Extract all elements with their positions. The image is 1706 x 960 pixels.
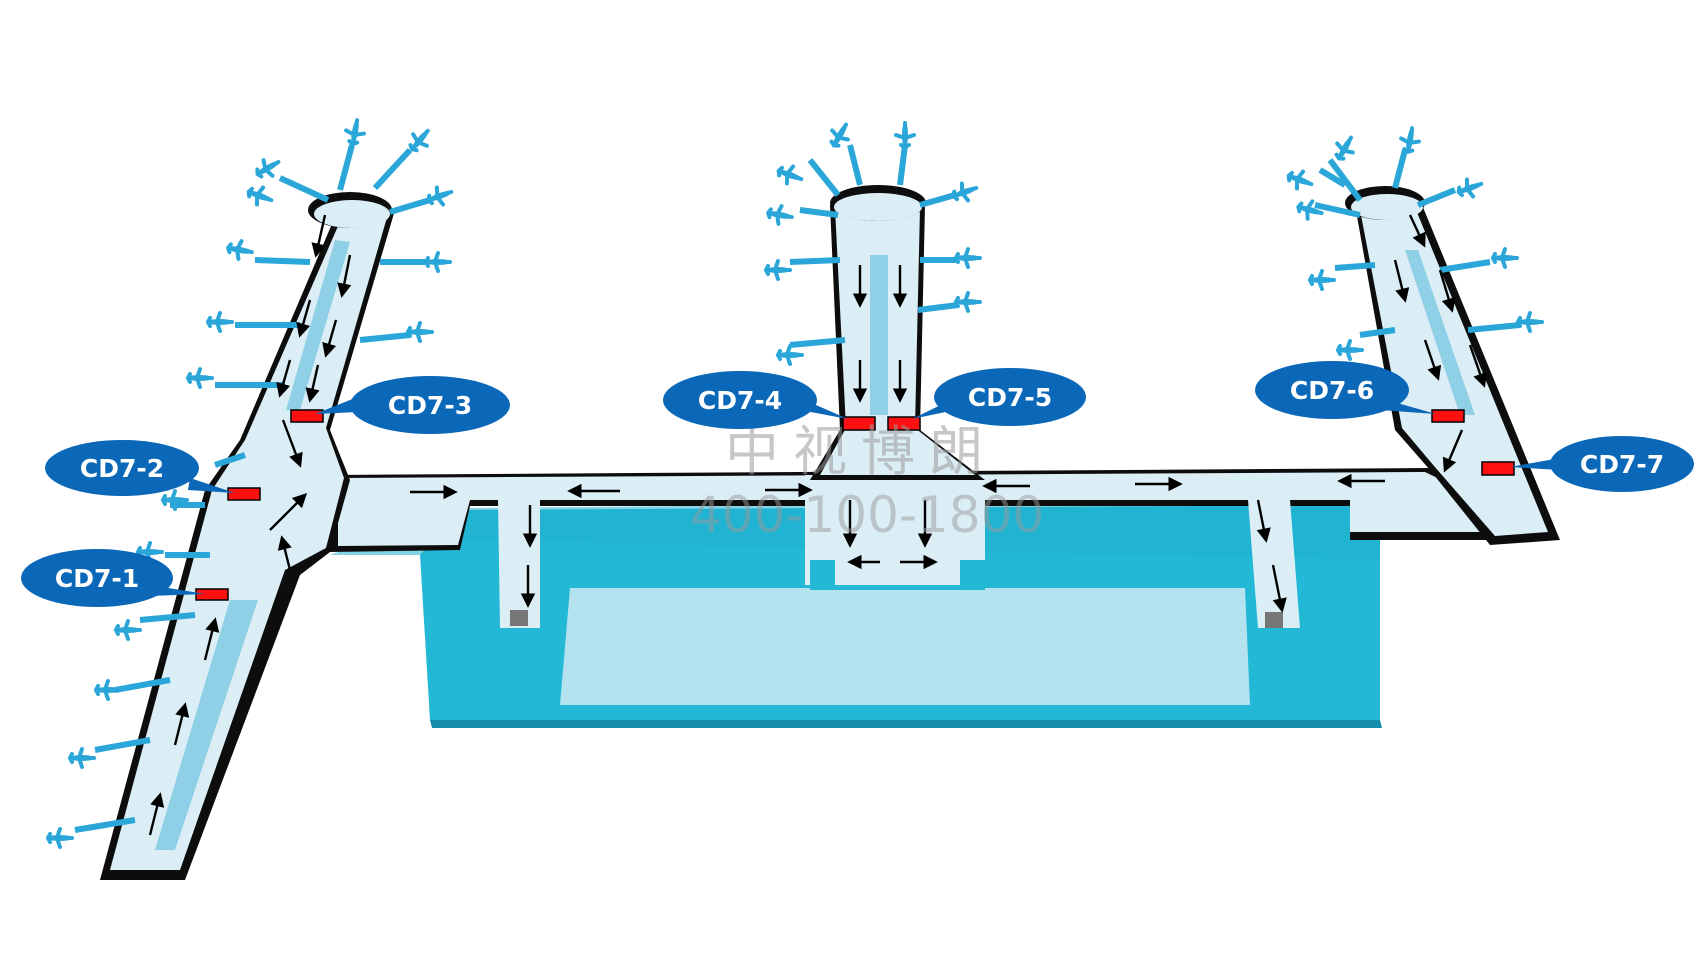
center-pier (810, 185, 985, 480)
counter-markers (195, 409, 1515, 601)
aircraft-stands (45, 115, 1545, 849)
watermark-phone: 400-100-1800 (690, 486, 1044, 544)
counter-labels: CD7-1 CD7-2 CD7-3 CD7-4 CD7-5 (21, 361, 1694, 607)
counter-label-cd7-2[interactable]: CD7-2 (45, 440, 235, 496)
counter-marker-cd7-7[interactable] (1481, 461, 1515, 476)
counter-label-text: CD7-5 (968, 383, 1052, 412)
counter-marker-cd7-6[interactable] (1431, 409, 1465, 423)
counter-label-cd7-4[interactable]: CD7-4 (663, 371, 848, 429)
counter-label-text: CD7-4 (698, 386, 782, 415)
counter-label-text: CD7-1 (55, 564, 139, 593)
watermark: 中视博朗 400-100-1800 (690, 420, 1044, 544)
counter-label-text: CD7-2 (80, 454, 164, 483)
walking-direction-arrow-icon (148, 214, 1487, 836)
counter-marker-cd7-5[interactable] (887, 416, 921, 431)
counter-label-text: CD7-7 (1580, 450, 1664, 479)
counter-label-cd7-1[interactable]: CD7-1 (21, 549, 205, 607)
watermark-name: 中视博朗 (725, 420, 997, 483)
counter-label-text: CD7-3 (388, 391, 472, 420)
main-corridor (330, 468, 1540, 628)
counter-marker-cd7-3[interactable] (290, 409, 324, 423)
counter-label-cd7-3[interactable]: CD7-3 (315, 376, 510, 434)
counter-label-text: CD7-6 (1290, 376, 1374, 405)
counter-marker-cd7-4[interactable] (842, 416, 876, 431)
counter-label-cd7-6[interactable]: CD7-6 (1255, 361, 1436, 419)
counter-marker-cd7-1[interactable] (195, 588, 229, 601)
counter-label-cd7-5[interactable]: CD7-5 (912, 368, 1086, 426)
counter-label-cd7-7[interactable]: CD7-7 (1510, 436, 1694, 492)
counter-marker-cd7-2[interactable] (227, 487, 261, 501)
